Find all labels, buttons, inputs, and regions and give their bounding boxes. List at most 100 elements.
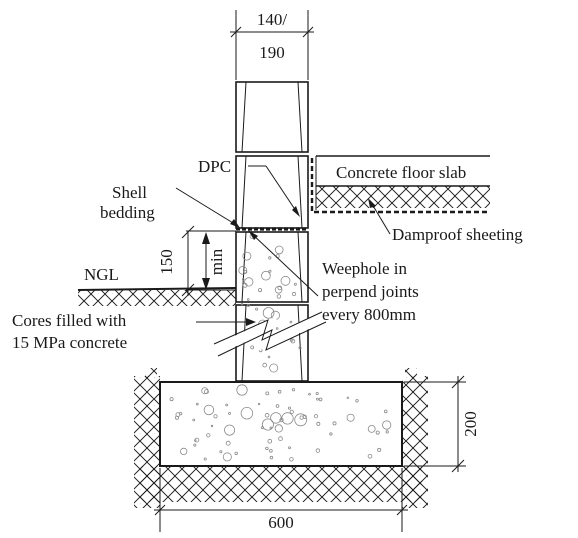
- aggregate-speck: [315, 391, 319, 395]
- aggregate-speck: [261, 418, 274, 431]
- min-height-value: 150: [157, 249, 176, 275]
- aggregate-speck: [291, 388, 296, 392]
- aggregate-speck: [258, 288, 263, 293]
- aggregate-speck: [250, 345, 255, 350]
- aggregate-speck: [264, 412, 270, 418]
- masonry-block-top: [235, 81, 309, 153]
- aggregate-speck: [203, 404, 215, 416]
- aggregate-speck: [332, 421, 337, 426]
- min-height-note: min: [207, 248, 226, 275]
- aggregate-speck: [169, 397, 174, 402]
- aggregate-speck: [274, 245, 284, 255]
- aggregate-speck: [242, 251, 252, 261]
- aggregate-speck: [318, 397, 323, 402]
- aggregate-speck: [206, 433, 211, 438]
- aggregate-speck: [246, 298, 250, 301]
- aggregate-speck: [289, 320, 293, 324]
- aggregate-speck: [329, 432, 333, 436]
- aggregate-speck: [269, 363, 279, 373]
- aggregate-speck: [262, 307, 275, 319]
- damproof-sheeting-label: Damproof sheeting: [392, 225, 523, 244]
- aggregate-speck: [316, 397, 319, 401]
- aggregate-speck: [268, 269, 272, 273]
- masonry-block-cored-1: [235, 231, 309, 303]
- footing-height-label: 200: [461, 411, 480, 437]
- aggregate-speck: [196, 402, 199, 406]
- concrete-footing: [159, 381, 403, 467]
- dim-min-height: 150 min: [157, 225, 236, 297]
- aggregate-speck: [193, 443, 197, 447]
- aggregate-speck: [175, 412, 181, 418]
- aggregate-speck: [385, 430, 389, 434]
- aggregate-speck: [382, 420, 392, 430]
- aggregate-speck: [213, 414, 218, 419]
- aggregate-speck: [238, 265, 248, 275]
- aggregate-speck: [275, 404, 280, 408]
- aggregate-speck: [240, 407, 254, 420]
- concrete-floor-slab: [310, 155, 490, 214]
- weephole-label-2: perpend joints: [322, 282, 419, 301]
- aggregate-speck: [219, 450, 223, 454]
- aggregate-speck: [222, 452, 232, 462]
- aggregate-speck: [280, 275, 291, 286]
- aggregate-speck: [210, 424, 214, 428]
- aggregate-speck: [367, 453, 373, 459]
- aggregate-speck: [367, 424, 376, 433]
- shell-bedding-label-1: Shell: [112, 183, 147, 202]
- aggregate-speck: [201, 387, 209, 395]
- shell-bedding-label-2: bedding: [100, 203, 155, 222]
- aggregate-speck: [269, 455, 274, 460]
- aggregate-speck: [255, 307, 259, 311]
- aggregate-speck: [267, 355, 271, 359]
- aggregate-speck: [180, 447, 188, 455]
- aggregate-speck: [276, 294, 282, 299]
- aggregate-speck: [261, 270, 271, 281]
- block-wall: [213, 81, 327, 382]
- masonry-block-dpc: [235, 155, 309, 229]
- leaders: [175, 165, 391, 326]
- aggregate-speck: [289, 409, 294, 414]
- dim-wall-width: 140/ 190: [230, 10, 314, 80]
- aggregate-speck: [293, 282, 297, 286]
- aggregate-speck: [294, 413, 308, 427]
- aggregate-speck: [277, 285, 283, 291]
- aggregate-speck: [377, 447, 382, 452]
- aggregate-speck: [346, 413, 355, 422]
- aggregate-speck: [355, 399, 359, 403]
- aggregate-speck: [225, 440, 231, 446]
- aggregate-speck: [262, 362, 268, 368]
- aggregate-speck: [234, 451, 238, 456]
- dim-footing-height: 200: [404, 375, 480, 473]
- aggregate-speck: [267, 438, 273, 444]
- aggregate-speck: [246, 303, 250, 307]
- break-line: [213, 311, 327, 357]
- aggregate-speck: [287, 406, 291, 410]
- aggregate-speck: [257, 402, 261, 406]
- cores-label-1: Cores filled with: [12, 311, 127, 330]
- aggregate-speck: [269, 448, 273, 453]
- aggregate-speck: [298, 346, 302, 350]
- aggregate-speck: [289, 457, 294, 462]
- aggregate-speck: [241, 278, 245, 281]
- aggregate-speck: [291, 291, 297, 297]
- aggregate-speck: [192, 418, 196, 422]
- aggregate-speck: [265, 446, 269, 451]
- dim-footing-width: 600: [154, 468, 408, 532]
- concrete-floor-slab-label: Concrete floor slab: [336, 163, 466, 182]
- aggregate-speck: [236, 384, 248, 396]
- wall-width-label-2: 190: [259, 43, 285, 62]
- aggregate-speck: [225, 403, 229, 407]
- aggregate-speck: [265, 391, 270, 396]
- aggregate-speck: [274, 424, 283, 433]
- aggregate-speck: [315, 448, 321, 453]
- ngl-line: [77, 287, 237, 291]
- aggregate-speck: [277, 389, 282, 394]
- cores-label-2: 15 MPa concrete: [12, 333, 127, 352]
- aggregate-speck: [260, 426, 264, 430]
- aggregate-speck: [203, 457, 207, 461]
- ngl-label: NGL: [84, 265, 119, 284]
- aggregate-speck: [268, 256, 272, 260]
- aggregate-speck: [290, 338, 296, 344]
